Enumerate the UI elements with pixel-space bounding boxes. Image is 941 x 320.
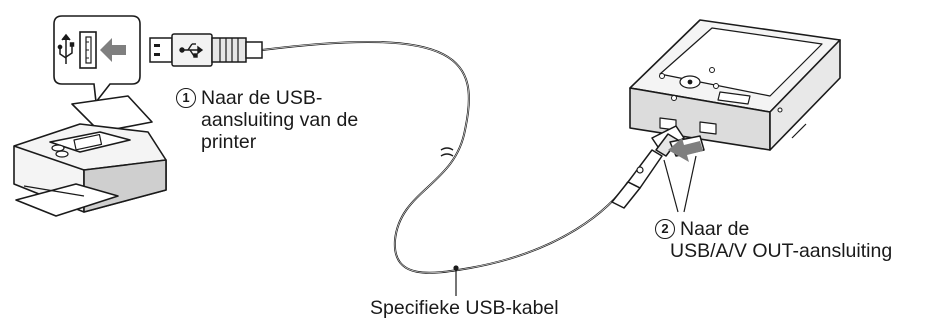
camera-label-leader	[663, 159, 679, 213]
cable-label: Specifieke USB-kabel	[370, 297, 559, 319]
camera-label-line1: Naar de	[680, 218, 750, 240]
usb-icon	[179, 43, 204, 58]
arrow-left-icon	[668, 138, 703, 162]
cable-break-mark	[440, 147, 454, 157]
camera	[629, 19, 841, 151]
multi-connector	[611, 125, 705, 209]
usb-cable-inner	[261, 41, 629, 274]
printer	[13, 95, 167, 217]
usb-a-plug	[149, 33, 263, 67]
arrow-left-icon	[100, 38, 126, 62]
printer-label-line3: printer	[201, 131, 257, 153]
usb-cable	[261, 40, 629, 274]
usb-port-socket	[79, 31, 97, 69]
printer-label-line2: aansluiting van de	[201, 109, 359, 131]
step-number-1: 1	[176, 88, 196, 108]
usb-port-callout	[53, 15, 141, 105]
step-number-2: 2	[655, 219, 675, 239]
camera-label-leader	[683, 155, 697, 213]
printer-label-line1: Naar de USB-	[201, 87, 323, 109]
cable-label-dot	[453, 265, 459, 271]
camera-label-line2: USB/A/V OUT-aansluiting	[670, 240, 893, 262]
usb-icon	[57, 33, 75, 64]
